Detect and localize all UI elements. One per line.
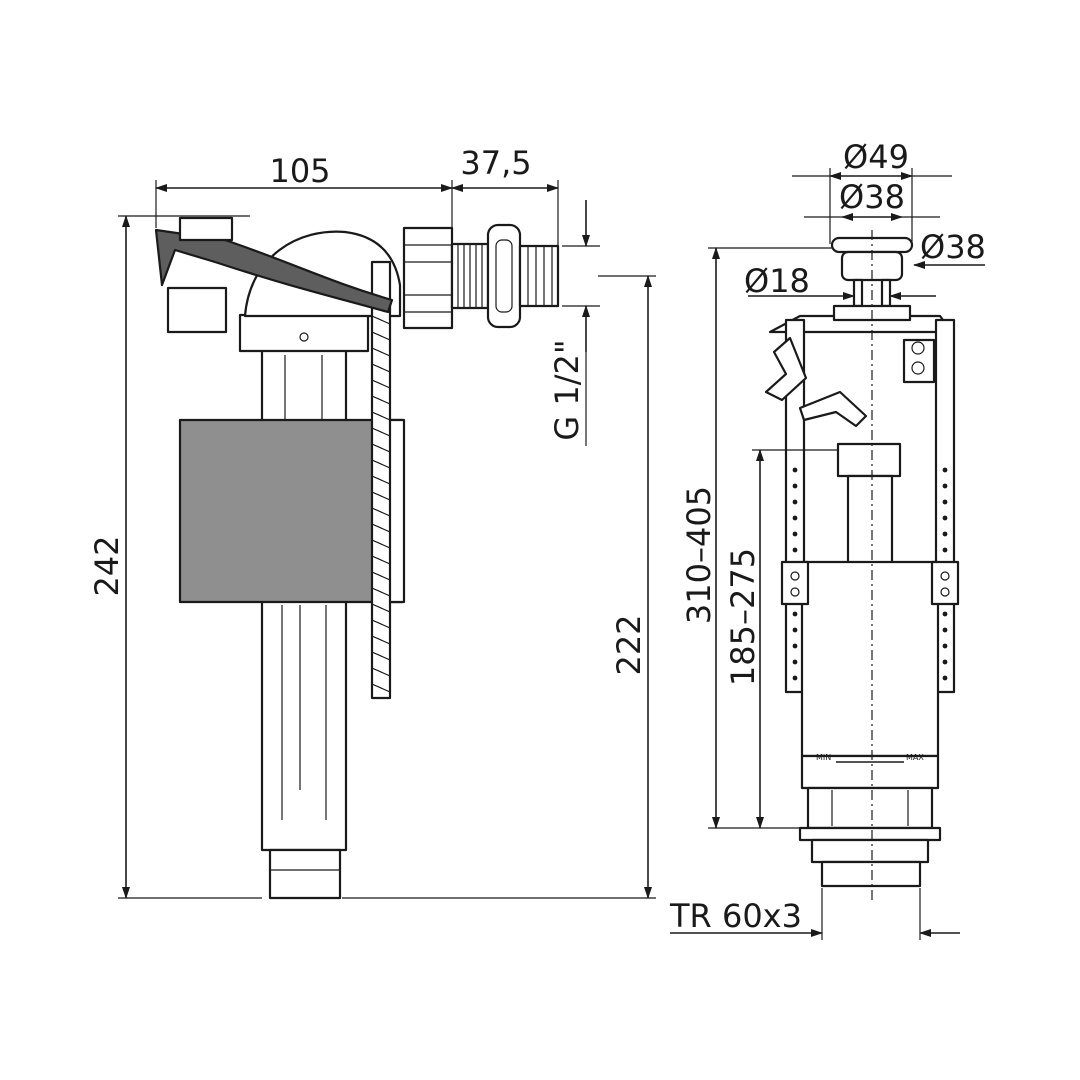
dim-base-thread: TR 60x3 (669, 897, 802, 935)
dim-105: 105 (269, 152, 330, 190)
fill-valve (154, 216, 560, 900)
lever-hook (798, 390, 868, 428)
dim-242: 242 (88, 535, 126, 596)
dim-button-inner: Ø38 (839, 178, 905, 216)
rail-holes (792, 467, 948, 681)
base-cage (806, 786, 934, 830)
side-clip (902, 338, 936, 384)
base-seal (810, 838, 930, 864)
inlet-nut (402, 226, 454, 330)
dim-37-5: 37,5 (460, 144, 531, 182)
flush-valve: MIN MAX (764, 230, 960, 900)
fill-valve-nozzle (268, 848, 342, 900)
tube-cap (836, 442, 902, 478)
dim-rod: Ø18 (744, 262, 810, 300)
right-dimensions: Ø49 Ø38 Ø38 Ø18 310–405 185–275 TR 60x3 (669, 138, 986, 940)
lever-arm (154, 228, 394, 314)
button-rod-left (852, 278, 864, 308)
lever-cap (178, 216, 234, 242)
scale-max: MAX (906, 753, 924, 762)
scale-min: MIN (816, 753, 831, 762)
dim-button-side: Ø38 (920, 228, 986, 266)
base-flange (798, 826, 942, 842)
base-thread (820, 860, 922, 888)
fill-valve-column (260, 348, 348, 424)
dim-float-range: 185–275 (724, 548, 762, 686)
dim-valve-range: 310–405 (680, 486, 718, 624)
overflow-tube (846, 474, 894, 568)
fill-valve-tube (260, 598, 348, 852)
lever-link (764, 336, 808, 402)
float-block (178, 418, 404, 604)
lever-pivot (166, 286, 228, 334)
left-bracket (780, 560, 810, 606)
dim-222: 222 (610, 614, 648, 675)
button-rod-right (880, 278, 892, 308)
right-bracket (930, 560, 960, 606)
dim-thread: G 1/2" (548, 339, 586, 440)
valve-cylinder (800, 560, 940, 758)
dim-button-outer: Ø49 (843, 138, 909, 176)
left-dimensions: 105 37,5 242 222 G 1/2" (88, 144, 656, 899)
